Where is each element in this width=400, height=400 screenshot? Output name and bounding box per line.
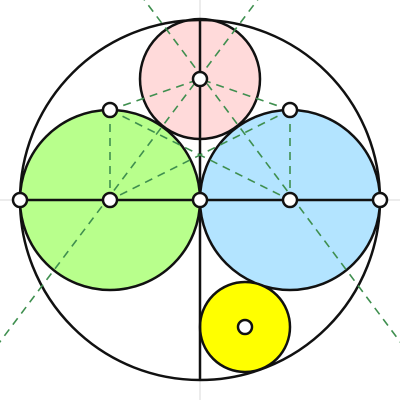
point-left [11, 191, 29, 209]
construction-line-right-diagonal [143, 0, 400, 343]
construction-line-blue-top-to-pink [199, 78, 291, 111]
point-green-top [101, 101, 119, 119]
point-pink-center [191, 70, 209, 88]
point-blue-top [281, 101, 299, 119]
construction-line-green-top-to-pink [109, 78, 201, 111]
construction-lines [0, 0, 400, 344]
construction-line-left-diagonal [0, 0, 259, 344]
point-center [191, 191, 209, 209]
point-green-center [101, 191, 119, 209]
points [11, 70, 389, 336]
construction-line-blue-top-to-green-center [109, 109, 291, 201]
point-right [371, 191, 389, 209]
point-blue-center [281, 191, 299, 209]
point-yellow-center [236, 318, 254, 336]
